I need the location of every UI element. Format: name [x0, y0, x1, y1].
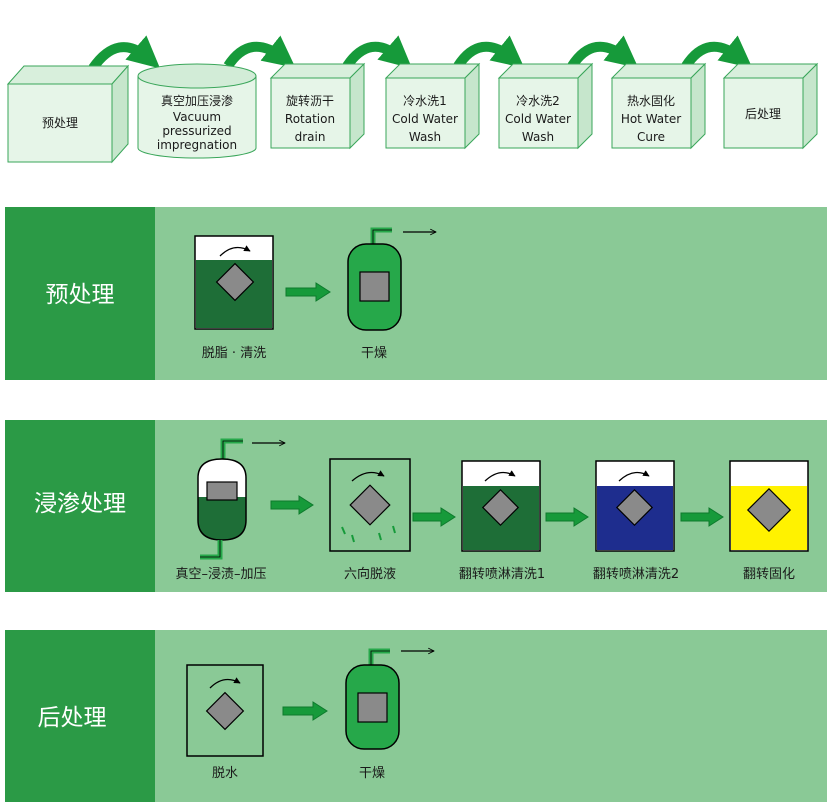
flow-step-label-en-1: Vacuum: [173, 110, 221, 124]
curing-tank: [729, 460, 809, 552]
band-title: 后处理: [38, 705, 107, 731]
dryer-vessel: [347, 227, 436, 331]
band-title-cell: [5, 207, 155, 380]
rotation-arrow-icon: [219, 245, 251, 257]
flow-arrow-1: [88, 35, 161, 71]
flow-step-cold-wash-2: 冷水洗2 Cold Water Wash: [497, 62, 594, 150]
flow-step-cold-wash-1: 冷水洗1 Cold Water Wash: [384, 62, 481, 150]
band-impregnation: 浸渗处理: [5, 420, 827, 592]
flow-arrow-5: [567, 35, 639, 69]
part-icon: [615, 488, 654, 527]
flow-arrow-2: [223, 35, 296, 69]
flow-curved-arrows: [88, 35, 753, 71]
flow-step-label-en-2: Cure: [637, 130, 665, 144]
part-icon: [481, 488, 520, 527]
flow-step-label-cn: 真空加压浸渗: [161, 93, 233, 108]
process-arrow-icon: [270, 495, 314, 515]
flow-step-label-cn: 冷水洗2: [516, 94, 560, 108]
part-icon: [215, 262, 255, 302]
flow-arrow-3: [342, 35, 413, 69]
rotation-arrow-icon: [618, 470, 650, 482]
part-icon: [359, 271, 390, 302]
flow-step-pretreatment: 预处理: [6, 64, 130, 164]
band-post-treatment: 后处理 脱水 干燥: [5, 630, 827, 802]
flow-step-label-en-1: Cold Water: [392, 112, 458, 126]
part-icon: [206, 481, 238, 501]
process-arrow-icon: [680, 507, 724, 527]
process-arrow-icon: [545, 507, 589, 527]
band-content-cell: [155, 630, 827, 802]
flow-chart: 预处理 真空加压浸渗 Vacuum pressurized impregnati…: [6, 35, 819, 164]
part-icon: [205, 691, 245, 731]
flow-step-label-en-2: Wash: [409, 130, 441, 144]
rotation-arrow-icon: [351, 470, 385, 482]
band-title: 预处理: [46, 282, 115, 308]
flow-step-label-cn: 旋转沥干: [286, 93, 334, 108]
step-caption: 脱脂 · 清洗: [202, 346, 266, 361]
drip-marks-icon: [341, 525, 396, 543]
flow-step-label-en-1: Cold Water: [505, 112, 571, 126]
flow-step-label-en-2: drain: [295, 130, 326, 144]
flow-step-label-cn: 冷水洗1: [403, 94, 447, 108]
flow-step-label: 后处理: [745, 107, 781, 121]
flow-step-label-en-1: Hot Water: [621, 112, 681, 126]
rotation-arrow-icon: [209, 677, 241, 689]
step-caption: 翻转喷淋清洗2: [593, 567, 679, 582]
step-caption: 真空–浸渍–加压: [175, 567, 266, 582]
step-caption: 翻转喷淋清洗1: [459, 567, 545, 582]
flow-step-label-en-2: Wash: [522, 130, 554, 144]
degrease-tank: [194, 235, 274, 330]
spray-wash-tank-1: [461, 460, 541, 552]
flow-step-post-treatment: 后处理: [722, 62, 819, 150]
flow-arrow-6: [681, 35, 753, 69]
step-caption: 翻转固化: [743, 567, 795, 582]
step-caption: 六向脱液: [344, 566, 396, 582]
step-caption: 干燥: [359, 766, 385, 781]
dryer-vessel: [345, 651, 434, 750]
flow-step-rotation-drain: 旋转沥干 Rotation drain: [269, 62, 366, 150]
band-title: 浸渗处理: [34, 491, 126, 517]
part-icon: [357, 692, 388, 723]
flow-step-label-en-3: impregnation: [157, 138, 237, 152]
band-title-cell: [5, 420, 155, 592]
flow-step-vacuum-impregnation: 真空加压浸渗 Vacuum pressurized impregnation: [137, 63, 257, 159]
band-pretreatment: 预处理 脱脂 · 清洗 干燥: [5, 207, 827, 380]
flow-arrow-4: [453, 35, 525, 69]
flow-step-label-cn: 热水固化: [627, 94, 675, 108]
step-caption: 干燥: [361, 346, 387, 361]
dewatering-box: [186, 664, 264, 757]
flow-step-label-en-1: Rotation: [285, 112, 335, 126]
flow-step-label-en-2: pressurized: [162, 124, 231, 138]
flow-step-label: 预处理: [42, 116, 78, 130]
band-title-cell: [5, 630, 155, 802]
process-arrow-icon: [285, 282, 331, 302]
step-caption: 脱水: [212, 766, 238, 781]
process-arrow-icon: [412, 507, 456, 527]
part-icon: [746, 487, 792, 533]
vacuum-pressure-vessel: [197, 438, 285, 560]
part-icon: [349, 484, 391, 526]
spray-wash-tank-2: [595, 460, 675, 552]
rotation-arrow-icon: [484, 470, 516, 482]
six-direction-drain-box: [329, 458, 411, 552]
flow-step-hot-water-cure: 热水固化 Hot Water Cure: [610, 62, 707, 150]
process-arrow-icon: [282, 701, 328, 721]
